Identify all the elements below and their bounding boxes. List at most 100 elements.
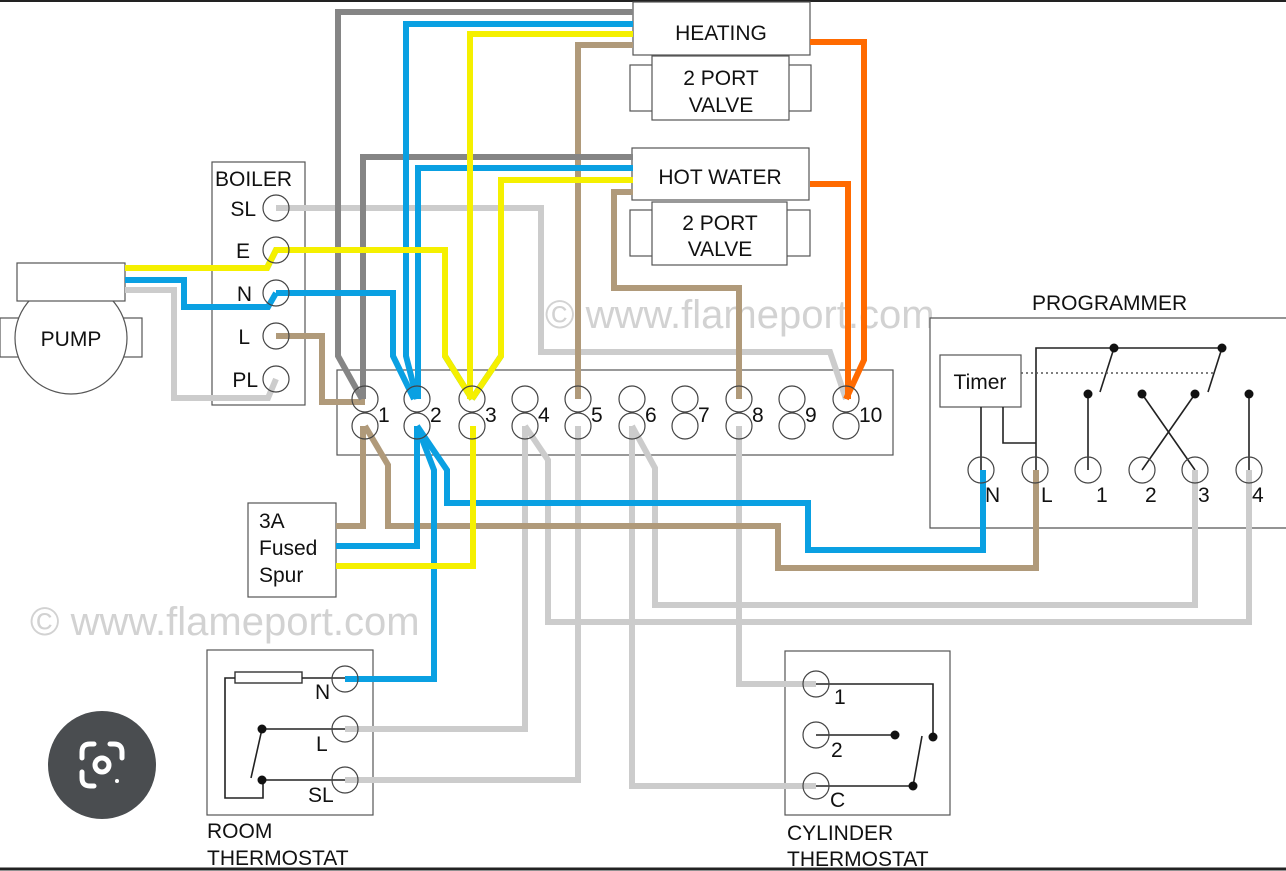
junction-label-8: 8 xyxy=(752,404,764,427)
hot-water-valve: HOT WATER 2 PORT VALVE xyxy=(629,147,811,266)
wire-boiler-sl xyxy=(276,205,849,400)
junction-terminal-2 xyxy=(403,385,431,413)
wire-hw-brown xyxy=(611,189,742,399)
programmer-title: PROGRAMMER xyxy=(1032,292,1187,315)
wire-5-room-sl xyxy=(345,426,581,783)
junction-terminal-9 xyxy=(778,412,806,440)
junction-terminal-1 xyxy=(351,412,379,440)
wire-6-prog-3 xyxy=(629,424,1198,608)
hot-water-head xyxy=(631,147,810,201)
wire-4-prog-4 xyxy=(522,424,1252,625)
wire-spur-live xyxy=(336,426,366,529)
junction-label-7: 7 xyxy=(698,404,710,427)
junction-terminal-6 xyxy=(618,385,646,413)
junction-terminal-1 xyxy=(351,385,379,413)
junction-label-10: 10 xyxy=(859,404,882,427)
wire-spur-neutral xyxy=(336,426,420,549)
pump-terminal-box xyxy=(16,262,126,302)
junction-label-9: 9 xyxy=(805,404,817,427)
room-thermostat: N L SL ROOM THERMOSTAT xyxy=(206,649,374,870)
hot-water-title: HOT WATER xyxy=(658,166,781,189)
room-label-sl: SL xyxy=(308,784,334,807)
wire-pump-pl xyxy=(125,287,279,401)
prog-label-2: 2 xyxy=(1145,484,1157,507)
prog-label-l: L xyxy=(1041,484,1053,507)
watermark-left: © www.flameport.com xyxy=(30,600,420,644)
wires xyxy=(125,9,1252,789)
heating-valve-line1: 2 PORT xyxy=(683,67,759,90)
switch-contacts xyxy=(1083,343,1254,399)
prog-label-4: 4 xyxy=(1252,484,1264,507)
fused-spur-line1: 3A xyxy=(259,510,285,533)
terminals xyxy=(262,194,1263,800)
heating-head xyxy=(632,1,811,56)
cylinder-thermostat-box xyxy=(784,650,951,816)
room-label-l: L xyxy=(316,733,328,756)
junction-label-4: 4 xyxy=(538,404,550,427)
junction-label-6: 6 xyxy=(645,404,657,427)
cyl-label-1: 1 xyxy=(834,686,846,709)
programmer-terminal-labels: N L 1 2 3 4 xyxy=(985,484,1264,507)
junction-terminal-5 xyxy=(564,412,592,440)
heating-valve: HEATING 2 PORT VALVE xyxy=(629,1,812,121)
timer-label: Timer xyxy=(954,371,1007,394)
cyl-label-2: 2 xyxy=(831,739,843,762)
junction-terminal-3 xyxy=(458,412,486,440)
wire-heating-orange xyxy=(810,39,867,401)
fused-spur-box xyxy=(247,502,337,598)
wire-heating-blue xyxy=(403,21,633,400)
junction-terminal-6 xyxy=(618,412,646,440)
earth-wires xyxy=(125,31,633,569)
prog-label-1: 1 xyxy=(1096,484,1108,507)
wire-room-n xyxy=(345,424,437,682)
heating-title: HEATING xyxy=(675,22,767,45)
junction-terminals: 1 2 3 4 5 6 7 8 9 10 xyxy=(351,385,882,440)
wire-hw-orange xyxy=(810,181,851,399)
junction-terminal-8 xyxy=(725,385,753,413)
junction-terminal-8 xyxy=(725,412,753,440)
boiler-title: BOILER xyxy=(215,168,292,191)
room-label-n: N xyxy=(315,681,330,704)
junction-label-1: 1 xyxy=(378,404,390,427)
room-stat-internal xyxy=(224,677,345,799)
heating-valve-line2: VALVE xyxy=(689,94,754,117)
pump-label: PUMP xyxy=(41,328,102,351)
boiler-label-n: N xyxy=(237,283,252,306)
prog-label-n: N xyxy=(985,484,1000,507)
lens-button-bg[interactable] xyxy=(48,711,156,819)
boiler-box xyxy=(211,161,306,406)
wire-heating-brown xyxy=(575,42,633,399)
programmer-internal-wiring xyxy=(980,347,1250,471)
timer-box xyxy=(939,354,1022,408)
junction-terminal-4 xyxy=(511,385,539,413)
boiler-label-sl: SL xyxy=(230,198,256,221)
wire-heating-grey xyxy=(335,9,633,401)
wire-prog-l xyxy=(362,424,1039,571)
wire-pump-n xyxy=(125,277,279,310)
junction-label-3: 3 xyxy=(485,404,497,427)
valve-actuator xyxy=(651,201,788,266)
cyl-label-c: C xyxy=(830,789,845,812)
junction-terminal-2 xyxy=(403,412,431,440)
junction-label-2: 2 xyxy=(430,404,442,427)
junction-terminal-3 xyxy=(458,385,486,413)
junction-terminal-10 xyxy=(832,385,860,413)
wire-boiler-l xyxy=(276,333,365,405)
boiler-label-l: L xyxy=(238,326,250,349)
lens-search-button[interactable] xyxy=(48,711,156,819)
cylinder-thermostat-title1: CYLINDER xyxy=(787,822,893,845)
junction-terminal-4 xyxy=(511,412,539,440)
wire-hw-grey xyxy=(360,154,633,399)
junction-label-5: 5 xyxy=(591,404,603,427)
wire-hw-blue xyxy=(415,165,633,399)
junction-terminal-7 xyxy=(671,385,699,413)
hot-water-valve-line1: 2 PORT xyxy=(682,212,758,235)
prog-label-3: 3 xyxy=(1198,484,1210,507)
fused-spur-line3: Spur xyxy=(259,564,303,587)
junction-terminal-9 xyxy=(778,385,806,413)
boiler-terminal-labels: SL E N L PL xyxy=(230,198,258,392)
earth-stripe xyxy=(125,31,633,569)
hot-water-valve-line2: VALVE xyxy=(688,238,753,261)
pump: PUMP xyxy=(0,262,143,395)
fused-spur-line2: Fused xyxy=(259,537,317,560)
